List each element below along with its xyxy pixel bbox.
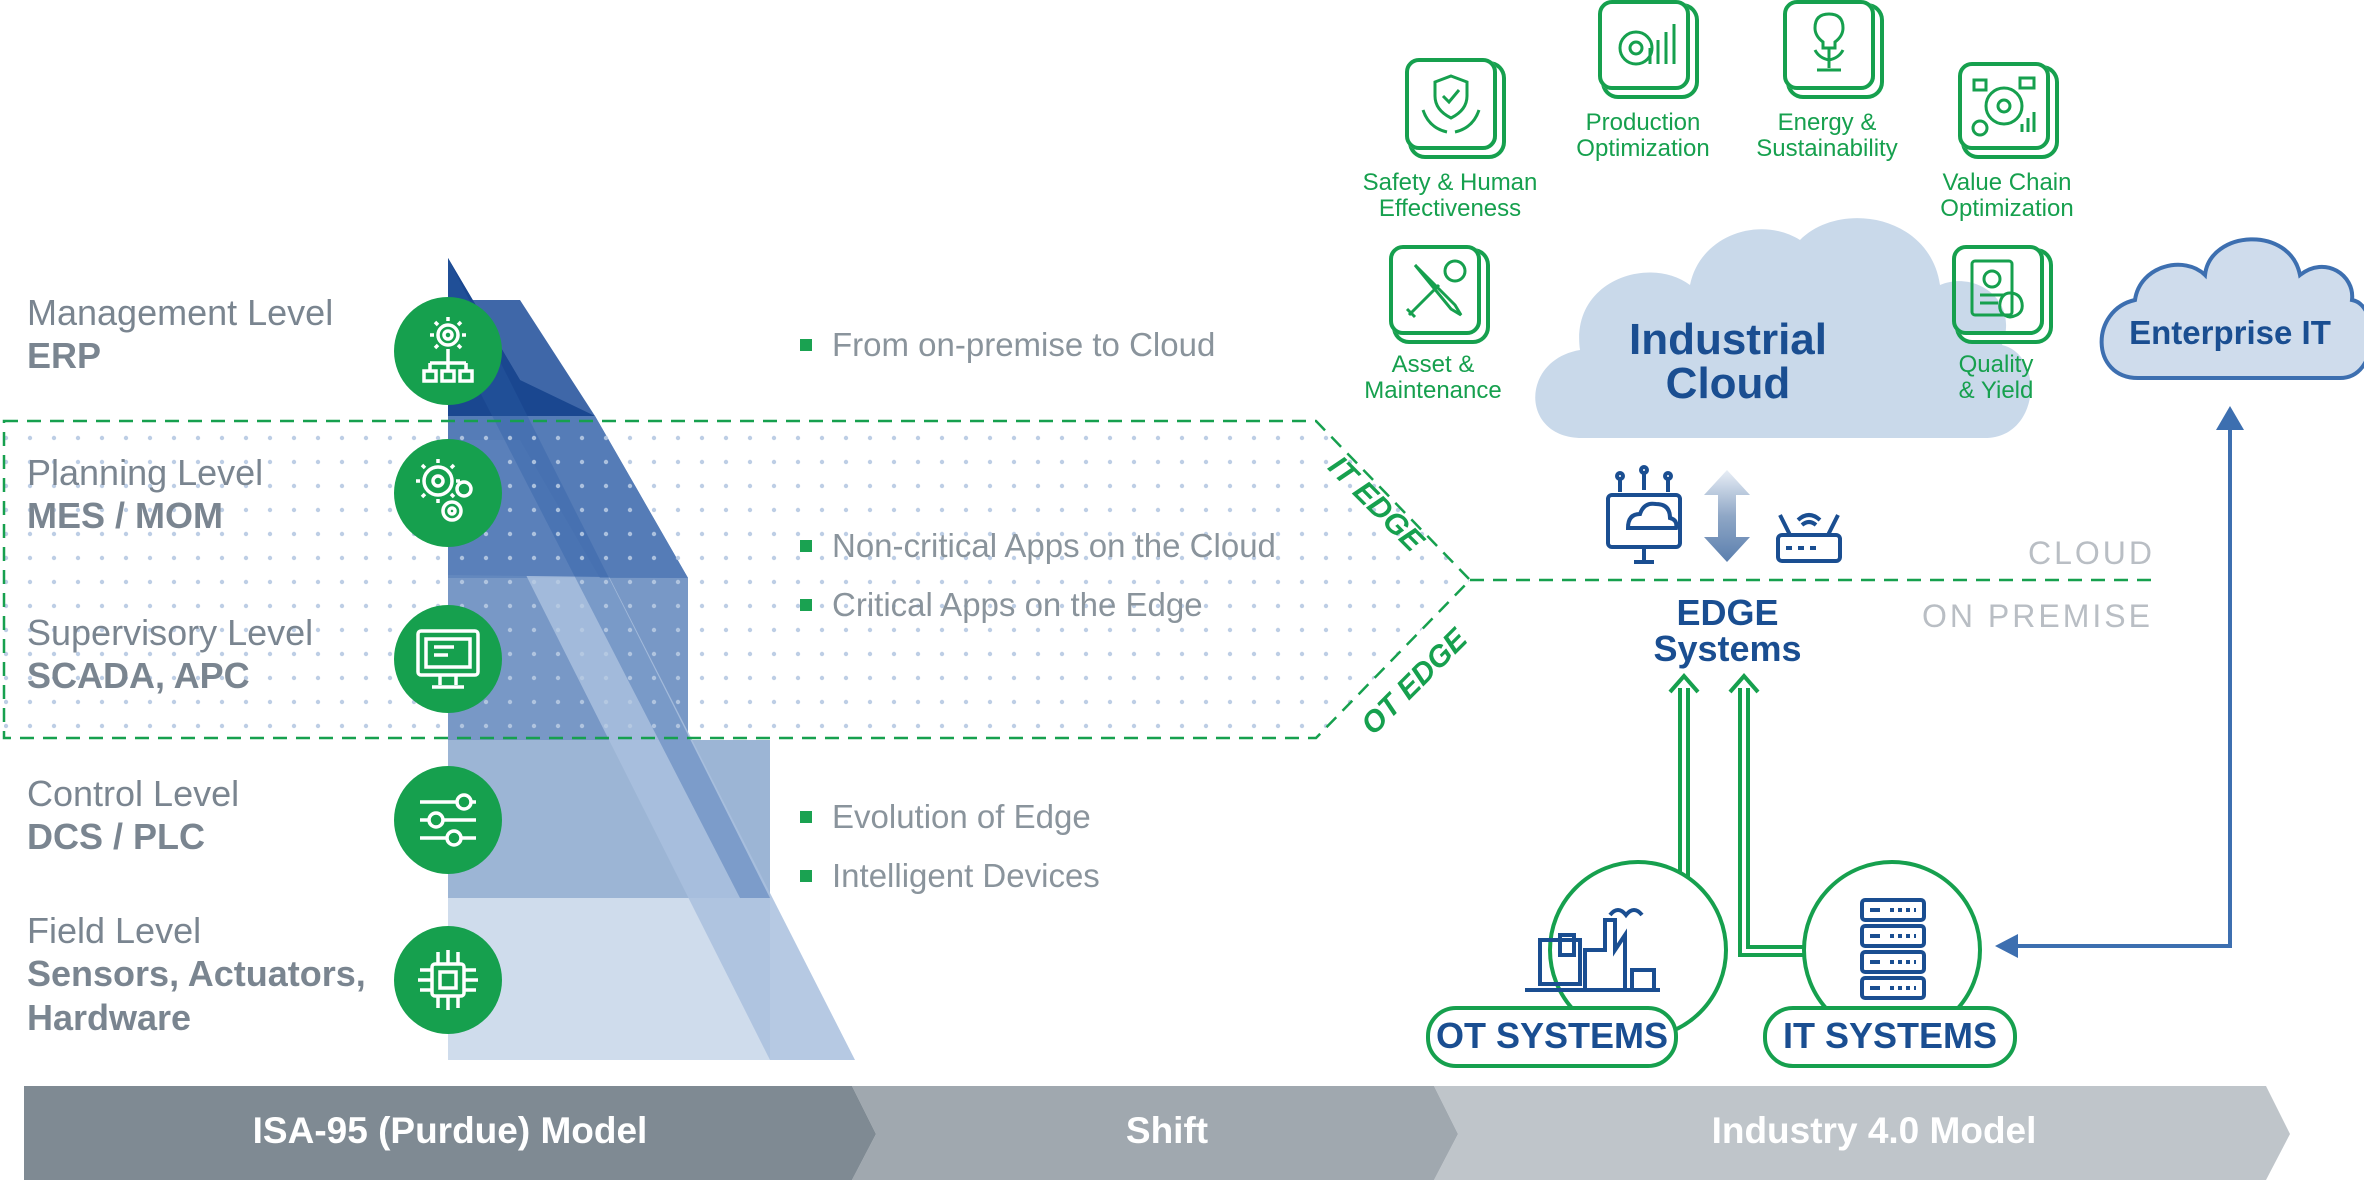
app-label-line: Optimization: [1576, 135, 1710, 162]
app-label-line: Quality: [1958, 351, 2034, 378]
chip-icon: [394, 926, 502, 1034]
it-systems-label: IT SYSTEMS: [1763, 1006, 2017, 1068]
app-label-line: Safety & Human: [1362, 169, 1538, 196]
bullet-text: Intelligent Devices: [832, 857, 1100, 894]
app-label-value-chain: Value Chain Optimization: [1907, 170, 2107, 222]
ribbon-label-shift: Shift: [1125, 1110, 1209, 1151]
ribbon-label-isa95: ISA-95 (Purdue) Model: [252, 1110, 648, 1151]
app-label-line: Value Chain: [1942, 169, 2072, 196]
it-connector: [1728, 672, 1805, 957]
app-label-energy: Energy & Sustainability: [1727, 110, 1927, 162]
bullet-marker: [800, 339, 812, 351]
level-system: DCS / PLC: [27, 816, 206, 857]
ribbon-segment-isa95: [24, 1086, 876, 1180]
level-name: Planning Level: [27, 452, 264, 493]
level-management: Management Level ERP: [27, 292, 333, 378]
enterprise-it-cloud-shape: [2099, 237, 2364, 380]
app-label-line: Production: [1585, 109, 1701, 136]
gear-chart-icon: [1598, 0, 1690, 90]
bullet-text: Critical Apps on the Edge: [832, 586, 1203, 623]
level-planning: Planning Level MES / MOM: [27, 452, 263, 538]
ot-systems-label: OT SYSTEMS: [1426, 1006, 1678, 1068]
ribbon-label-industry40: Industry 4.0 Model: [1711, 1110, 2037, 1151]
app-label-line: Energy &: [1777, 109, 1877, 136]
bullet-marker: [800, 599, 812, 611]
cloud-edge-arrow: [1704, 470, 1750, 562]
edge-band: [2, 419, 1472, 740]
bullet-item: Critical Apps on the Edge: [800, 586, 1203, 624]
app-label-line: & Yield: [1958, 377, 2034, 404]
level-control: Control Level DCS / PLC: [27, 773, 239, 859]
bullet-item: Intelligent Devices: [800, 857, 1100, 895]
edge-label-line: Systems: [1653, 628, 1802, 669]
bullet-item: Evolution of Edge: [800, 798, 1091, 836]
lightbulb-plant-icon: [1783, 0, 1875, 90]
app-label-line: Asset &: [1391, 351, 1475, 378]
app-label-line: Effectiveness: [1378, 195, 1522, 222]
edge-label-line: EDGE: [1676, 592, 1779, 633]
bullet-text: Non-critical Apps on the Cloud: [832, 527, 1276, 564]
wrench-screwdriver-icon: [1389, 245, 1481, 335]
level-field: Field Level Sensors, Actuators, Hardware: [27, 910, 366, 1040]
cloud-label-line: Cloud: [1665, 359, 1791, 408]
industrial-cloud: Industrial Cloud: [1578, 318, 1878, 406]
industrial-cloud-shape: [1535, 218, 2031, 438]
certificate-icon: [1952, 245, 2044, 335]
app-label-quality: Quality & Yield: [1896, 352, 2096, 404]
level-supervisory: Supervisory Level SCADA, APC: [27, 612, 313, 698]
cloud-label-line: Industrial: [1628, 315, 1828, 364]
bullet-text: From on-premise to Cloud: [832, 326, 1216, 363]
gears-icon: [394, 439, 502, 547]
bullet-item: From on-premise to Cloud: [800, 326, 1215, 364]
bullet-marker: [800, 811, 812, 823]
bullet-marker: [800, 540, 812, 552]
level-system: Hardware: [27, 997, 192, 1038]
server-rack-icon: [1860, 898, 1926, 1000]
app-label-line: Optimization: [1940, 195, 2074, 222]
app-label-safety: Safety & Human Effectiveness: [1350, 170, 1550, 222]
level-name: Management Level: [27, 292, 334, 333]
cloud-zone-label: CLOUD: [2028, 535, 2156, 571]
app-label-line: Maintenance: [1364, 377, 1502, 404]
level-name: Field Level: [27, 910, 202, 951]
level-name: Supervisory Level: [27, 612, 314, 653]
enterprise-connector: [1995, 406, 2244, 958]
bottom-ribbon: [24, 1086, 2290, 1180]
enterprise-it-label: Enterprise IT: [2129, 314, 2331, 351]
value-chain-icon: [1958, 62, 2050, 150]
org-gear-icon: [394, 297, 502, 405]
bullet-text: Evolution of Edge: [832, 798, 1091, 835]
ribbon-segment-shift: [852, 1086, 1458, 1180]
level-name: Control Level: [27, 773, 240, 814]
monitor-icon: [394, 605, 502, 713]
ribbon-segment-industry40: [1434, 1086, 2290, 1180]
bullet-item: Non-critical Apps on the Cloud: [800, 527, 1276, 565]
app-label-line: Sustainability: [1756, 135, 1898, 162]
app-label-production: Production Optimization: [1543, 110, 1743, 162]
level-system: SCADA, APC: [27, 655, 250, 696]
edge-systems-label: EDGE Systems: [1620, 595, 1835, 667]
level-system: ERP: [27, 335, 102, 376]
factory-icon: [1525, 908, 1660, 992]
on-premise-zone-label: ON PREMISE: [1922, 598, 2153, 634]
bullet-marker: [800, 870, 812, 882]
app-label-asset: Asset & Maintenance: [1333, 352, 1533, 404]
shield-hands-icon: [1405, 58, 1497, 150]
cloud-monitor-icon: [1606, 465, 1682, 564]
router-icon: [1776, 513, 1842, 563]
sliders-icon: [394, 766, 502, 874]
level-system: MES / MOM: [27, 495, 223, 536]
level-system: Sensors, Actuators,: [27, 953, 366, 994]
